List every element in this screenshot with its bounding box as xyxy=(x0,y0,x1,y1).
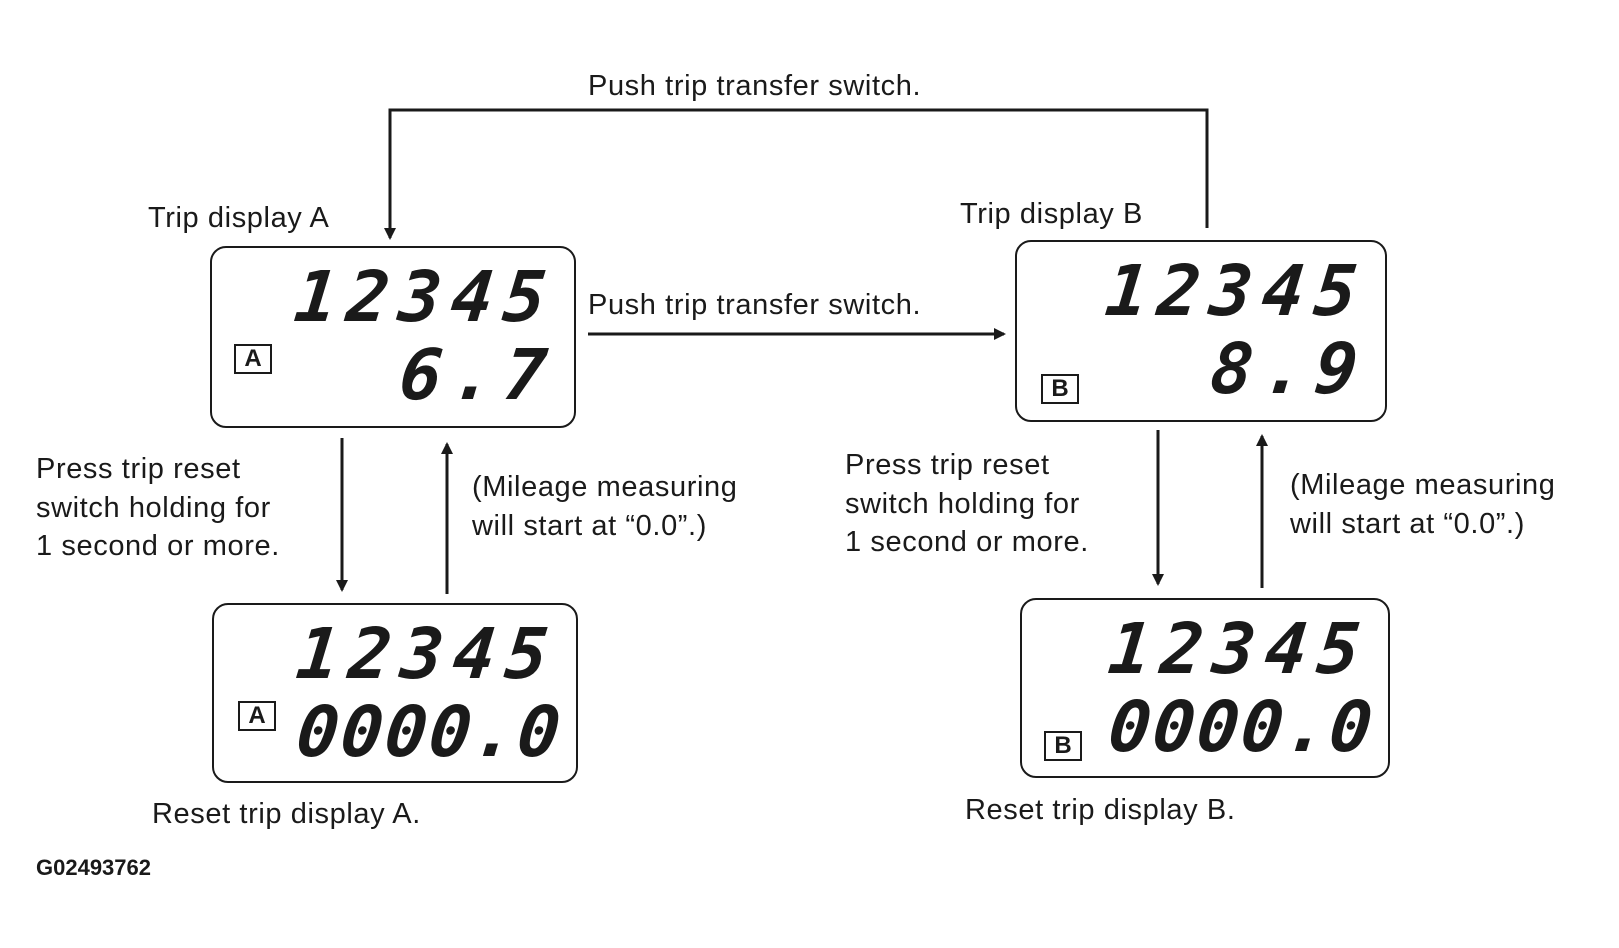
reset-a-caption: Reset trip display A. xyxy=(152,798,421,830)
trip-a-press-text: Press trip reset switch holding for 1 se… xyxy=(36,453,280,563)
reset-b-odometer: 12345 xyxy=(1104,608,1375,690)
trip-b-title: Trip display B xyxy=(960,198,1143,230)
trip-a-display: 12345 A 6.7 xyxy=(210,246,576,428)
reset-a-odometer: 12345 xyxy=(292,613,563,695)
top-transfer-label: Push trip transfer switch. xyxy=(588,70,922,102)
reset-a-value: 0000.0 xyxy=(292,691,567,773)
trip-a-odometer: 12345 xyxy=(290,256,561,338)
trip-b-press-text: Press trip reset switch holding for 1 se… xyxy=(845,449,1089,559)
figure-id: G02493762 xyxy=(36,855,151,880)
reset-b-caption: Reset trip display B. xyxy=(965,794,1236,826)
trip-b-value: 8.9 xyxy=(1206,328,1372,410)
trip-b-odometer: 12345 xyxy=(1101,250,1372,332)
trip-b-display: 12345 B 8.9 xyxy=(1015,240,1387,422)
trip-b-badge: B xyxy=(1041,374,1079,404)
trip-a-badge: A xyxy=(234,344,272,374)
reset-b-value: 0000.0 xyxy=(1104,686,1379,768)
reset-b-badge: B xyxy=(1044,731,1082,761)
trip-a-mileage-text: (Mileage measuring will start at “0.0”.) xyxy=(472,471,738,542)
middle-transfer-label: Push trip transfer switch. xyxy=(588,289,922,321)
trip-b-mileage-text: (Mileage measuring will start at “0.0”.) xyxy=(1290,469,1556,540)
top-loop-arrow xyxy=(384,108,1209,240)
reset-a-display: 12345 A 0000.0 xyxy=(212,603,578,783)
reset-a-badge: A xyxy=(238,701,276,731)
trip-a-title: Trip display A xyxy=(148,202,330,234)
trip-a-value: 6.7 xyxy=(395,334,561,416)
reset-b-display: 12345 B 0000.0 xyxy=(1020,598,1390,778)
